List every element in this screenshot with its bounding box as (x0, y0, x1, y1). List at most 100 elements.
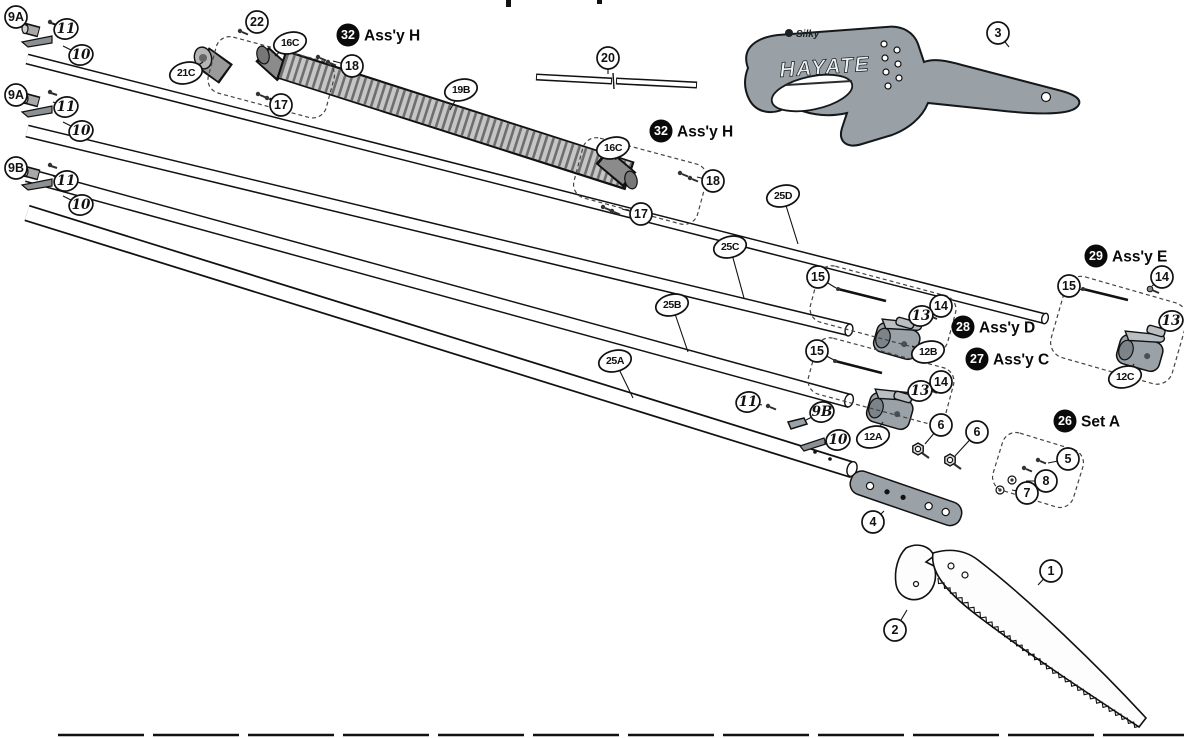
svg-text:Ass'y H: Ass'y H (677, 124, 733, 141)
callout-15: 15 (806, 265, 837, 289)
callout-25c: 25C (712, 235, 748, 299)
svg-text:10: 10 (72, 197, 91, 213)
svg-text:9B: 9B (8, 161, 24, 175)
callout-11: 11 (735, 391, 763, 413)
svg-text:8: 8 (1043, 474, 1050, 488)
callout-16c: 16C (595, 136, 631, 161)
svg-text:25A: 25A (606, 355, 625, 367)
callout-13: 13 (907, 380, 933, 402)
svg-text:25C: 25C (721, 241, 740, 253)
svg-text:19B: 19B (452, 84, 471, 96)
svg-text:Ass'y D: Ass'y D (979, 320, 1035, 337)
callout-16c: 16C (272, 31, 308, 57)
end-cap-assembly-top (22, 20, 57, 47)
svg-text:14: 14 (1155, 270, 1169, 284)
svg-text:14: 14 (934, 299, 948, 313)
callout-10: 10 (62, 194, 94, 216)
svg-text:21C: 21C (177, 67, 196, 79)
callout-layer: 9A11109A11109B11102221C16C171819B2016C18… (4, 5, 1184, 642)
callout-8: 8 (1026, 469, 1058, 493)
svg-text:12C: 12C (1116, 371, 1135, 383)
svg-text:2: 2 (892, 623, 899, 637)
callout-22: 22 (245, 10, 269, 34)
svg-text:Set A: Set A (1081, 414, 1120, 431)
svg-text:15: 15 (810, 344, 824, 358)
callout-15: 15 (1057, 274, 1083, 298)
handle-fine-print-line (785, 80, 853, 86)
callout-10: 10 (823, 429, 851, 451)
pole-tube-25d (25, 53, 1050, 325)
svg-text:6: 6 (974, 425, 981, 439)
svg-text:13: 13 (912, 308, 931, 324)
rod-20 (535, 72, 698, 90)
svg-text:10: 10 (72, 123, 91, 139)
assembly-label-28: 28 Ass'y D (951, 315, 1035, 339)
assembly-label-27: 27 Ass'y C (965, 347, 1049, 371)
assembly-label-32: 32 Ass'y H (336, 23, 420, 47)
callout-25b: 25B (654, 293, 690, 353)
callout-18: 18 (696, 169, 725, 193)
blade-teeth (937, 577, 1141, 729)
hex-screw-6-a (911, 442, 930, 459)
callout-15: 15 (805, 339, 835, 363)
callout-13: 13 (908, 305, 934, 327)
svg-text:32: 32 (341, 28, 355, 42)
callout-9a: 9A (4, 5, 28, 29)
silky-logo-icon (785, 29, 793, 37)
svg-text:4: 4 (870, 515, 877, 529)
callout-21c: 21C (168, 61, 204, 85)
svg-text:27: 27 (970, 352, 984, 366)
callout-17: 17 (269, 93, 293, 117)
rod-15-c (833, 359, 883, 375)
blade-bracket (849, 470, 963, 527)
svg-text:10: 10 (72, 47, 91, 63)
svg-text:9B: 9B (812, 404, 833, 420)
svg-text:3: 3 (995, 26, 1002, 40)
cap-9b-part (786, 417, 809, 430)
callout-18: 18 (332, 54, 364, 78)
svg-text:14: 14 (934, 375, 948, 389)
callout-19b: 19B (443, 78, 479, 111)
svg-text:17: 17 (634, 207, 648, 221)
rod-15-e (1081, 287, 1129, 302)
svg-text:26: 26 (1058, 414, 1072, 428)
svg-text:1: 1 (1048, 564, 1055, 578)
svg-text:25D: 25D (774, 190, 793, 202)
svg-text:28: 28 (956, 320, 970, 334)
silky-logo-text: Silky (796, 29, 820, 40)
svg-text:18: 18 (706, 174, 720, 188)
svg-text:13: 13 (911, 383, 930, 399)
callout-17: 17 (621, 202, 653, 226)
callout-11: 11 (52, 170, 79, 192)
pole-tube-25b (25, 168, 855, 408)
svg-text:13: 13 (1162, 313, 1181, 329)
svg-text:9A: 9A (8, 88, 24, 102)
svg-text:16C: 16C (281, 37, 300, 49)
callout-9a: 9A (4, 83, 28, 107)
callout-10: 10 (62, 120, 94, 142)
callout-13: 13 (1158, 310, 1184, 332)
callout-12b: 12B (910, 340, 946, 364)
callout-14: 14 (929, 370, 953, 394)
svg-text:Ass'y E: Ass'y E (1112, 249, 1167, 266)
callout-1: 1 (1037, 559, 1063, 586)
saw-handle: Silky HAYATE (744, 25, 1081, 147)
svg-text:22: 22 (250, 15, 264, 29)
svg-text:7: 7 (1024, 486, 1031, 500)
hex-screw-6-b (943, 453, 962, 470)
callout-4: 4 (861, 510, 885, 534)
screw-22 (236, 27, 249, 36)
svg-text:5: 5 (1065, 452, 1072, 466)
svg-text:11: 11 (739, 394, 758, 410)
spring-19b (276, 49, 635, 191)
callout-9b: 9B (4, 156, 28, 180)
svg-text:18: 18 (345, 59, 359, 73)
svg-text:Ass'y C: Ass'y C (993, 352, 1049, 369)
svg-text:15: 15 (1062, 279, 1076, 293)
svg-text:Ass'y H: Ass'y H (364, 28, 420, 45)
svg-text:17: 17 (274, 98, 288, 112)
clamp-small-parts (764, 402, 827, 452)
svg-text:10: 10 (829, 432, 848, 448)
